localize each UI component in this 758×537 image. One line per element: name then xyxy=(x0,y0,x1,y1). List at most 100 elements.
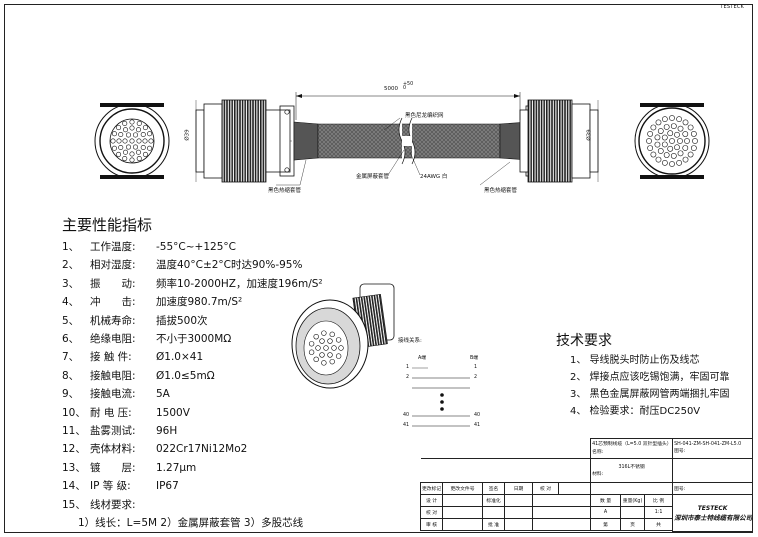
signature-header: 签名 xyxy=(482,481,505,496)
contact-pin xyxy=(123,149,129,155)
contact-pin xyxy=(335,337,342,343)
contact-pin xyxy=(329,358,335,365)
contact-pin xyxy=(661,134,668,141)
drawing-frame: TESTECK xyxy=(4,4,753,533)
callout-wire-awg: 24AWG 白 xyxy=(420,174,448,180)
contact-pin xyxy=(147,131,153,137)
cable-side-view xyxy=(195,92,599,186)
contact-pin xyxy=(327,352,333,358)
contact-pin xyxy=(335,353,342,359)
pin-b-41: 41 xyxy=(474,423,481,428)
contact-pin xyxy=(667,145,674,152)
design-label: 设 计 xyxy=(420,494,443,508)
contact-pin xyxy=(313,356,319,363)
contact-pin xyxy=(655,156,662,163)
contact-pin xyxy=(331,345,337,351)
contact-pin xyxy=(677,150,684,157)
contact-pin xyxy=(647,145,654,152)
contact-pin xyxy=(690,130,697,137)
contact-pin xyxy=(676,116,683,123)
callout-metal-shield: 金属屏蔽套管 xyxy=(356,174,390,180)
approve-label: 批 准 xyxy=(482,518,505,532)
tech-title: 技术要求 xyxy=(556,333,612,349)
product-name-cell: 41芯预制线缆（L=5.0 双针型插头）名称: xyxy=(590,438,674,459)
pin-a-2: 2 xyxy=(406,375,410,380)
length-dimension: 5000 xyxy=(384,86,398,92)
material-cell: 316L不锈钢材料: xyxy=(590,457,674,484)
contact-pin xyxy=(148,138,154,144)
contact-pin xyxy=(136,156,142,162)
pin-a-40: 40 xyxy=(403,413,410,418)
contact-pin xyxy=(315,345,321,351)
contact-pin xyxy=(667,130,674,137)
contact-pin xyxy=(669,138,675,144)
contact-pin xyxy=(650,151,657,158)
contact-pin xyxy=(319,338,325,344)
tech-item: 2、 焊接点应该吃锡饱满，牢固可靠 xyxy=(570,372,730,383)
contact-pin xyxy=(118,145,124,151)
contact-pin xyxy=(692,138,698,144)
wiring-title: 接线关系: xyxy=(398,338,422,344)
contact-pin xyxy=(116,138,122,144)
contact-pin xyxy=(147,145,153,151)
contact-pin xyxy=(690,145,697,152)
contact-pin xyxy=(657,148,664,154)
contact-pin xyxy=(677,138,683,144)
contact-pin xyxy=(123,127,129,133)
contact-pin xyxy=(654,141,661,148)
contact-pin xyxy=(308,349,315,355)
sheet-label: 第 xyxy=(590,518,622,532)
contact-pin xyxy=(142,151,148,157)
contact-pin xyxy=(129,151,135,157)
pin-b-2: 2 xyxy=(474,375,478,380)
tech-list: 1、 导线脱头时防止伤及线芯 2、 焊接点应该吃锡饱满，牢固可靠 3、 黑色金属… xyxy=(570,352,730,420)
spec-item: 14、IP 等 级:IP67 xyxy=(62,480,179,493)
spec-item: 4、冲 击:加速度980.7m/S² xyxy=(62,296,243,309)
contact-pin xyxy=(129,157,135,163)
contact-pin xyxy=(126,144,132,150)
contact-pin xyxy=(647,130,654,137)
contact-pin xyxy=(646,138,652,144)
length-tolerance: +50 0 xyxy=(403,82,414,91)
contact-pin xyxy=(136,138,142,144)
contact-pin xyxy=(122,120,128,126)
drawing-no-label: 图号: xyxy=(672,481,754,496)
pin-a-1: 1 xyxy=(406,365,410,370)
check-header: 校 对 xyxy=(532,481,559,496)
date-header: 日期 xyxy=(504,481,533,496)
left-end-view xyxy=(94,103,170,179)
diameter-right: Ø39 xyxy=(586,129,593,141)
tech-item: 3、 黑色金属屏蔽网管两端捆扎牢固 xyxy=(570,389,730,400)
contact-pin xyxy=(110,138,116,144)
contact-pin xyxy=(308,341,315,347)
spec-item: 2、相对湿度:温度40°C±2°C时达90%-95% xyxy=(62,259,303,272)
contact-pin xyxy=(140,132,146,138)
wiring-end-b: B端 xyxy=(470,356,479,361)
contact-pin xyxy=(677,125,684,132)
contact-pin xyxy=(116,125,122,131)
contact-pin xyxy=(136,149,142,155)
callout-black-nylon-braid: 黑色尼龙编织网 xyxy=(405,113,444,119)
contact-pin xyxy=(136,127,142,133)
contact-pin xyxy=(682,145,689,151)
change-doc-header: 更改文件号 xyxy=(442,481,483,496)
corner-mark: TESTECK xyxy=(720,4,744,10)
contact-pin xyxy=(663,152,670,158)
contact-pin xyxy=(321,330,327,336)
ratio-label: 比 例 xyxy=(644,494,674,508)
change-mark-header: 更改标记 xyxy=(420,481,443,496)
contact-pin xyxy=(327,338,333,344)
standardize-label: 标准化 xyxy=(482,494,505,508)
wiring-end-a: A端 xyxy=(418,356,427,361)
spec-item: 1、工作温度:-55°C~+125°C xyxy=(62,241,236,253)
spec-item: 13、镀 层:1.27μm xyxy=(62,461,197,474)
contact-pin xyxy=(122,156,128,162)
spec-item: 5、机械寿命:插拔500次 xyxy=(62,314,208,327)
spec-item: 12、壳体材料:022Cr17Ni12Mo2 xyxy=(62,443,248,456)
contact-pin xyxy=(674,144,680,151)
contact-pin xyxy=(657,128,664,134)
specs-title: 主要性能指标 xyxy=(62,216,153,234)
contact-pin xyxy=(140,145,146,151)
contact-pin xyxy=(682,131,689,137)
